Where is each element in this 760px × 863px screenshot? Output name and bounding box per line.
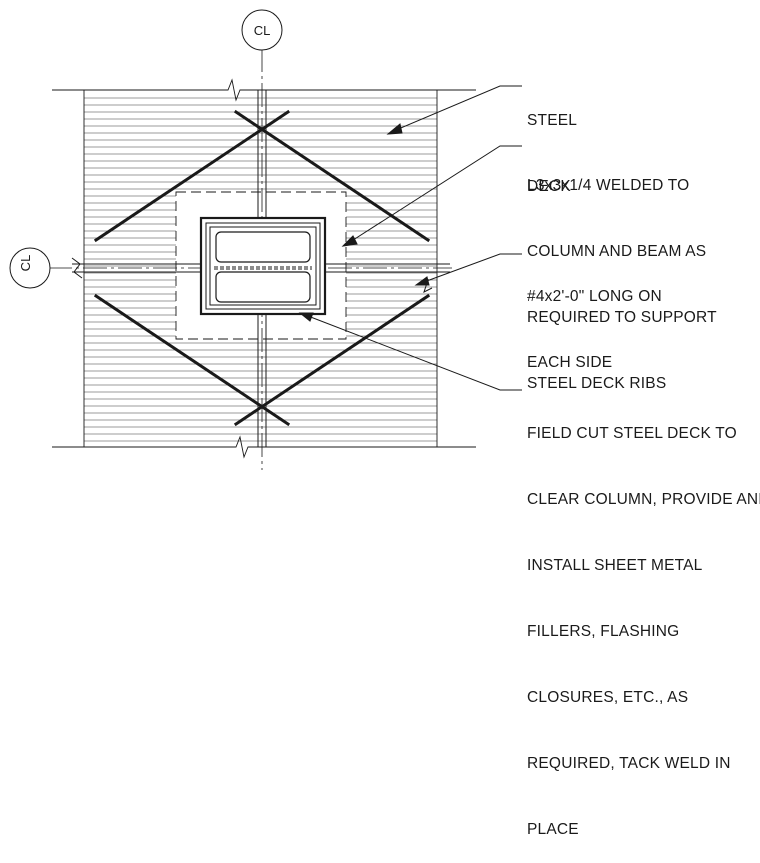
centerline-bubble-top: CL xyxy=(241,9,283,51)
deck-outline xyxy=(52,78,476,459)
leader-lines xyxy=(298,85,522,391)
note-line: #4x2'-0" LONG ON xyxy=(527,288,662,305)
note-line: DECK xyxy=(527,178,571,195)
beam-lines xyxy=(71,90,450,447)
note-steel-deck: STEEL DECK xyxy=(527,66,577,220)
leader-rebar xyxy=(423,253,522,283)
centerline-label-left: CL xyxy=(18,255,33,272)
rebar-bar-sw xyxy=(93,293,291,427)
note-line: CLEAR COLUMN, PROVIDE AND xyxy=(527,491,760,508)
rebar-bar-nw xyxy=(93,109,291,243)
note-angle: L3x3x1/4 WELDED TO COLUMN AND BEAM AS RE… xyxy=(527,131,717,417)
note-line: REQUIRED, TACK WELD IN xyxy=(527,755,731,772)
note-line: REQUIRED TO SUPPORT xyxy=(527,309,717,326)
leader-field-cut xyxy=(307,315,522,391)
note-rebar: #4x2'-0" LONG ON EACH SIDE xyxy=(527,242,662,396)
steel-column xyxy=(199,216,327,316)
bottom-break-line xyxy=(52,435,476,459)
note-line: L3x3x1/4 WELDED TO xyxy=(527,177,690,194)
deck-opening-detail-drawing: CL CL xyxy=(9,9,522,470)
note-field-cut: FIELD CUT STEEL DECK TO CLEAR COLUMN, PR… xyxy=(527,379,760,863)
note-line: PLACE xyxy=(527,821,579,838)
rebar-diamond xyxy=(93,109,431,427)
note-line: COLUMN AND BEAM AS xyxy=(527,243,707,260)
centerline-bubble-left: CL xyxy=(9,247,51,289)
note-line: INSTALL SHEET METAL xyxy=(527,557,703,574)
leader-steel-deck xyxy=(395,85,522,131)
leader-angle xyxy=(349,145,522,243)
top-break-line xyxy=(52,78,476,102)
rebar-bar-se xyxy=(233,293,431,427)
note-line: STEEL xyxy=(527,112,578,129)
column-upper-cell xyxy=(215,231,311,263)
centerline-label-top: CL xyxy=(254,23,271,38)
note-line: FIELD CUT STEEL DECK TO xyxy=(527,425,737,442)
note-line: CLOSURES, ETC., AS xyxy=(527,689,689,706)
note-line: STEEL DECK RIBS xyxy=(527,375,667,392)
note-line: EACH SIDE xyxy=(527,354,613,371)
note-line: FILLERS, FLASHING xyxy=(527,623,680,640)
column-lower-cell xyxy=(215,271,311,303)
rebar-bar-ne xyxy=(233,109,431,243)
